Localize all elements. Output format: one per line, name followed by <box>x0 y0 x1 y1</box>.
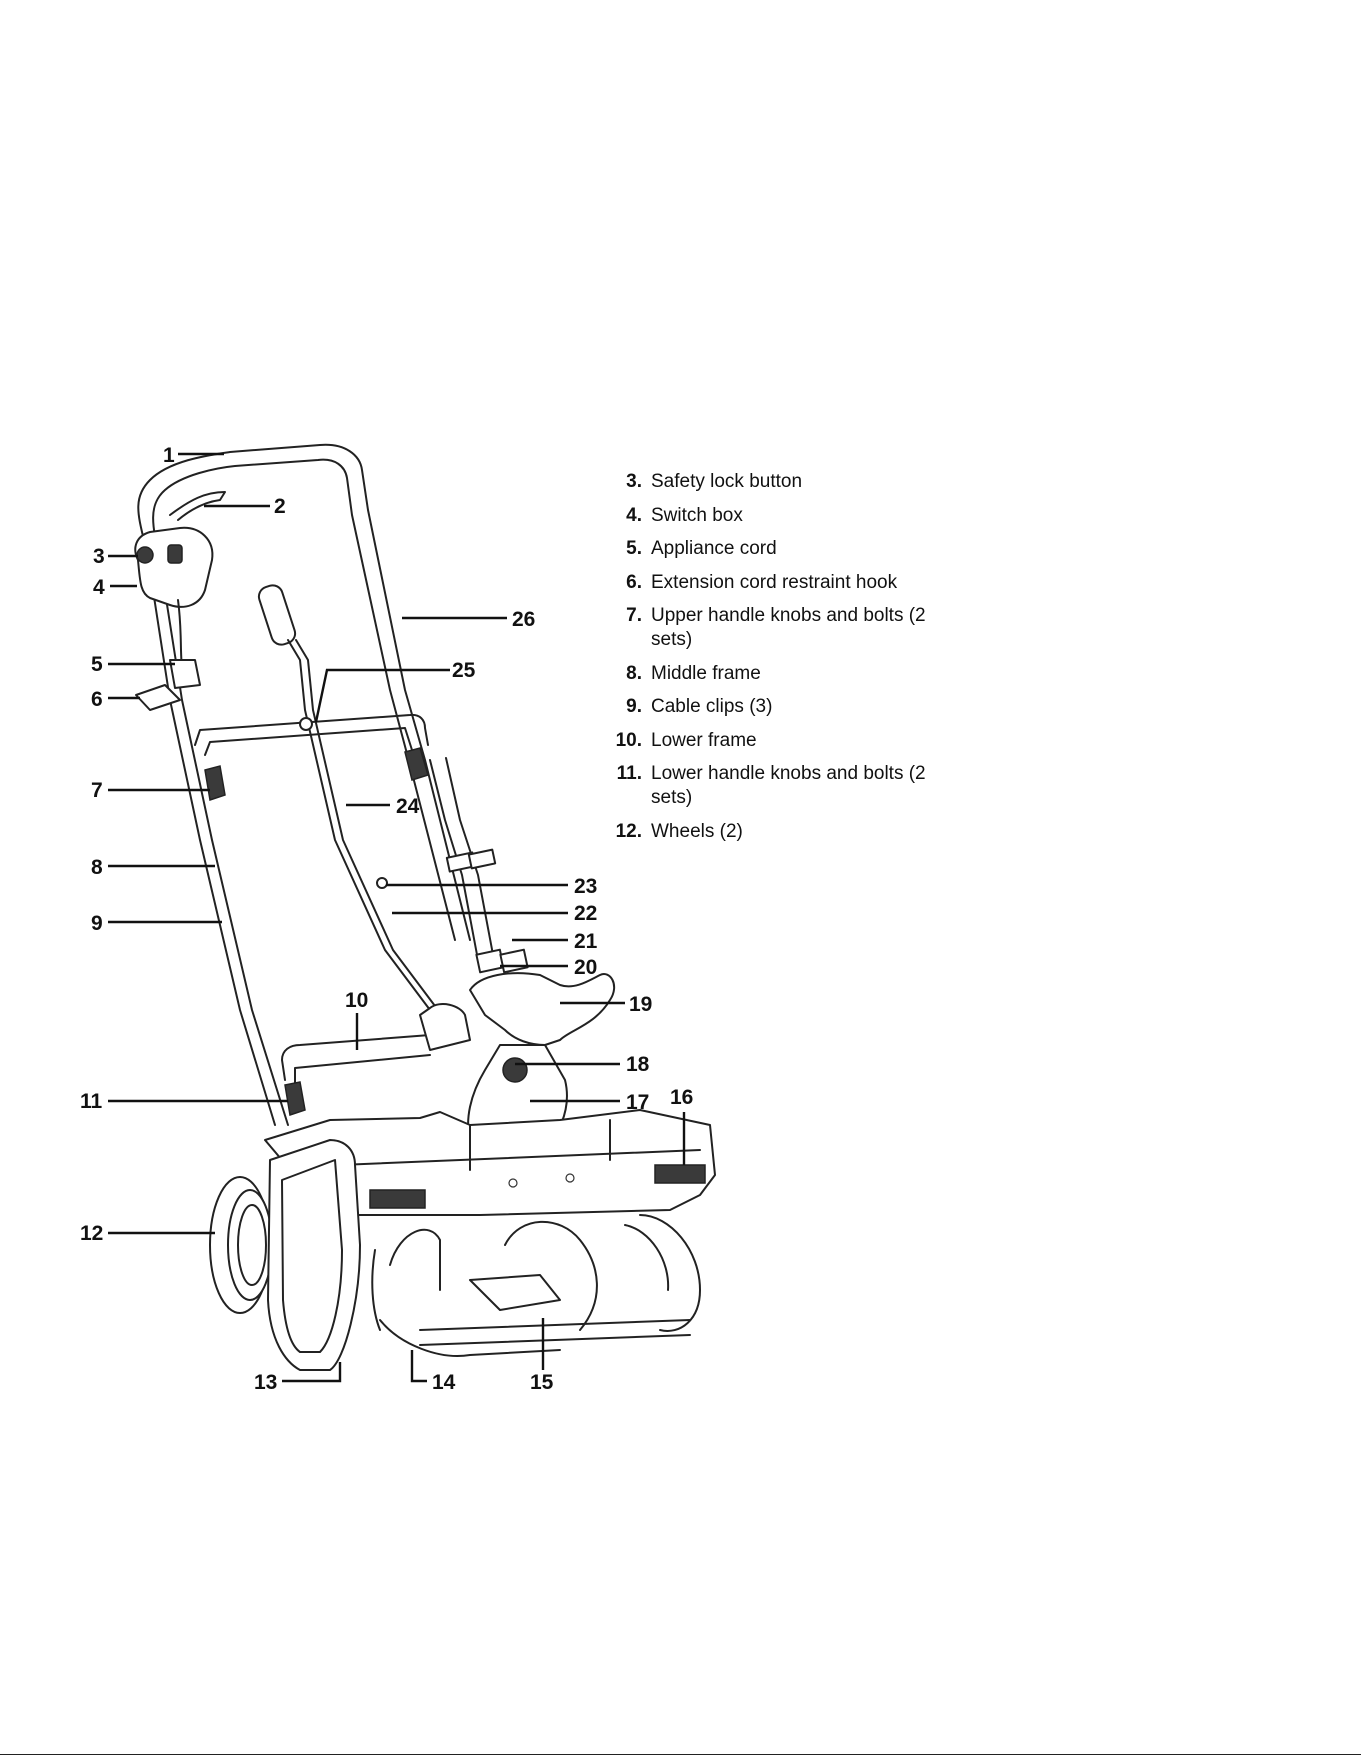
legend-item-3: 3. Safety lock button <box>600 470 960 494</box>
callout-2: 2 <box>274 495 286 518</box>
callout-7: 7 <box>91 779 103 802</box>
callout-11: 11 <box>80 1090 103 1113</box>
legend-label: Lower handle knobs and bolts (2 sets) <box>651 763 926 808</box>
legend-label: Appliance cord <box>651 538 777 559</box>
legend-number: 6. <box>626 571 642 593</box>
legend-item-12: 12. Wheels (2) <box>600 820 960 844</box>
legend-number: 11. <box>616 763 642 784</box>
legend-number: 7. <box>626 605 642 626</box>
legend-label: Wheels (2) <box>651 820 743 842</box>
legend-number: 8. <box>626 662 642 684</box>
legend-label: Cable clips (3) <box>651 696 773 717</box>
legend-item-6: 6. Extension cord restraint hook <box>600 571 960 595</box>
legend-item-10: 10. Lower frame <box>600 729 960 753</box>
legend-label: Upper handle knobs and bolts (2 sets) <box>651 605 926 650</box>
callout-22: 22 <box>574 902 597 925</box>
callout-25: 25 <box>452 659 476 682</box>
callout-5: 5 <box>91 653 103 676</box>
legend-item-8: 8. Middle frame <box>600 662 960 686</box>
callout-3: 3 <box>93 545 105 568</box>
callout-10: 10 <box>345 989 368 1012</box>
legend-number: 3. <box>626 471 642 492</box>
callout-18: 18 <box>626 1053 650 1076</box>
legend-item-9: 9. Cable clips (3) <box>600 695 960 719</box>
callout-20: 20 <box>574 956 597 979</box>
callout-14: 14 <box>432 1371 456 1394</box>
legend-label: Safety lock button <box>651 471 803 492</box>
callout-19: 19 <box>629 993 652 1016</box>
legend-label: Lower frame <box>651 729 757 751</box>
callout-6: 6 <box>91 688 103 711</box>
legend-number: 4. <box>626 504 642 526</box>
legend-label: Switch box <box>651 504 743 526</box>
legend-number: 5. <box>626 538 642 559</box>
callout-26: 26 <box>512 608 535 631</box>
legend-item-5: 5. Appliance cord <box>600 537 960 561</box>
legend-label: Middle frame <box>651 662 761 684</box>
callout-21: 21 <box>574 930 598 953</box>
callout-9: 9 <box>91 912 103 935</box>
bottom-divider <box>0 1754 1361 1755</box>
legend-item-4: 4. Switch box <box>600 504 960 528</box>
parts-legend: 3. Safety lock button 4. Switch box 5. A… <box>600 470 960 853</box>
legend-number: 9. <box>626 696 642 717</box>
callout-4: 4 <box>93 576 105 599</box>
callout-12: 12 <box>80 1222 103 1245</box>
callout-leader-lines <box>108 452 686 1383</box>
legend-number: 12. <box>615 820 642 842</box>
callout-17: 17 <box>626 1091 649 1114</box>
callout-13: 13 <box>254 1371 277 1394</box>
callout-16: 16 <box>670 1086 693 1109</box>
legend-label: Extension cord restraint hook <box>651 571 898 593</box>
legend-item-7: 7. Upper handle knobs and bolts (2 sets) <box>600 604 960 652</box>
callout-24: 24 <box>396 795 420 818</box>
callout-numbers: 1 2 3 4 5 6 7 8 9 10 11 12 13 14 15 16 1… <box>80 444 693 1394</box>
snow-thrower-illustration <box>134 443 716 1371</box>
callout-15: 15 <box>530 1371 554 1394</box>
callout-23: 23 <box>574 875 597 898</box>
callout-1: 1 <box>163 444 175 467</box>
legend-item-11: 11. Lower handle knobs and bolts (2 sets… <box>600 762 960 810</box>
legend-number: 10. <box>615 729 642 751</box>
callout-8: 8 <box>91 856 103 879</box>
